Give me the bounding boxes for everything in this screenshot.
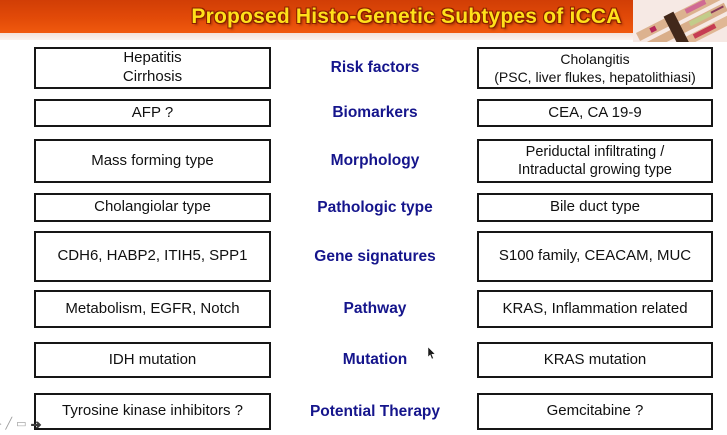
- right-box: Bile duct type: [477, 193, 713, 222]
- subtype-row: Cholangiolar type Pathologic type Bile d…: [0, 193, 727, 222]
- right-box: KRAS mutation: [477, 342, 713, 378]
- left-box: Hepatitis Cirrhosis: [34, 47, 271, 89]
- subtype-row: Tyrosine kinase inhibitors ? Potential T…: [0, 393, 727, 430]
- category-label: Pathologic type: [317, 198, 433, 216]
- title-bar-underline: [0, 33, 727, 40]
- right-box: CEA, CA 19-9: [477, 99, 713, 127]
- pen-icon[interactable]: ╱: [5, 417, 13, 430]
- category-label: Gene signatures: [314, 247, 436, 265]
- category-label: Morphology: [330, 152, 420, 169]
- subtype-row: AFP ? Biomarkers CEA, CA 19-9: [0, 99, 727, 127]
- category-label: Pathway: [343, 300, 407, 317]
- right-box: S100 family, CEACAM, MUC: [477, 231, 713, 282]
- right-box: KRAS, Inflammation related: [477, 290, 713, 328]
- left-box: Cholangiolar type: [34, 193, 271, 222]
- histology-strip-graphic: [633, 0, 727, 42]
- subtype-row: IDH mutation Mutation KRAS mutation: [0, 342, 727, 378]
- slide-title-bar: Proposed Histo-Genetic Subtypes of iCCA: [0, 0, 727, 33]
- mouse-cursor-icon: [427, 346, 436, 360]
- left-box: CDH6, HABP2, ITIH5, SPP1: [34, 231, 271, 282]
- left-box: AFP ?: [34, 99, 271, 127]
- frame-icon[interactable]: ▭: [16, 417, 27, 430]
- left-box: Tyrosine kinase inhibitors ?: [34, 393, 271, 430]
- category-label: Potential Therapy: [309, 402, 441, 420]
- presenter-toolbar: ▸ ╱ ▭ ➔: [0, 416, 41, 432]
- subtype-row: Hepatitis Cirrhosis Risk factors Cholang…: [0, 47, 727, 89]
- subtype-row: Mass forming type Morphology Periductal …: [0, 139, 727, 183]
- right-box: Gemcitabine ?: [477, 393, 713, 430]
- subtype-row: Metabolism, EGFR, Notch Pathway KRAS, In…: [0, 290, 727, 328]
- category-label: Mutation: [342, 351, 408, 368]
- category-label: Risk factors: [330, 59, 420, 76]
- left-box: Metabolism, EGFR, Notch: [34, 290, 271, 328]
- right-box: Periductal infiltrating / Intraductal gr…: [477, 139, 713, 183]
- pointer-icon[interactable]: ▸: [0, 418, 2, 430]
- right-box: Cholangitis (PSC, liver flukes, hepatoli…: [477, 47, 713, 89]
- left-box: IDH mutation: [34, 342, 271, 378]
- left-box: Mass forming type: [34, 139, 271, 183]
- slide-title: Proposed Histo-Genetic Subtypes of iCCA: [191, 4, 622, 28]
- subtype-row: CDH6, HABP2, ITIH5, SPP1 Gene signatures…: [0, 231, 727, 282]
- category-label: Biomarkers: [332, 104, 418, 121]
- arrow-icon[interactable]: ➔: [30, 416, 42, 432]
